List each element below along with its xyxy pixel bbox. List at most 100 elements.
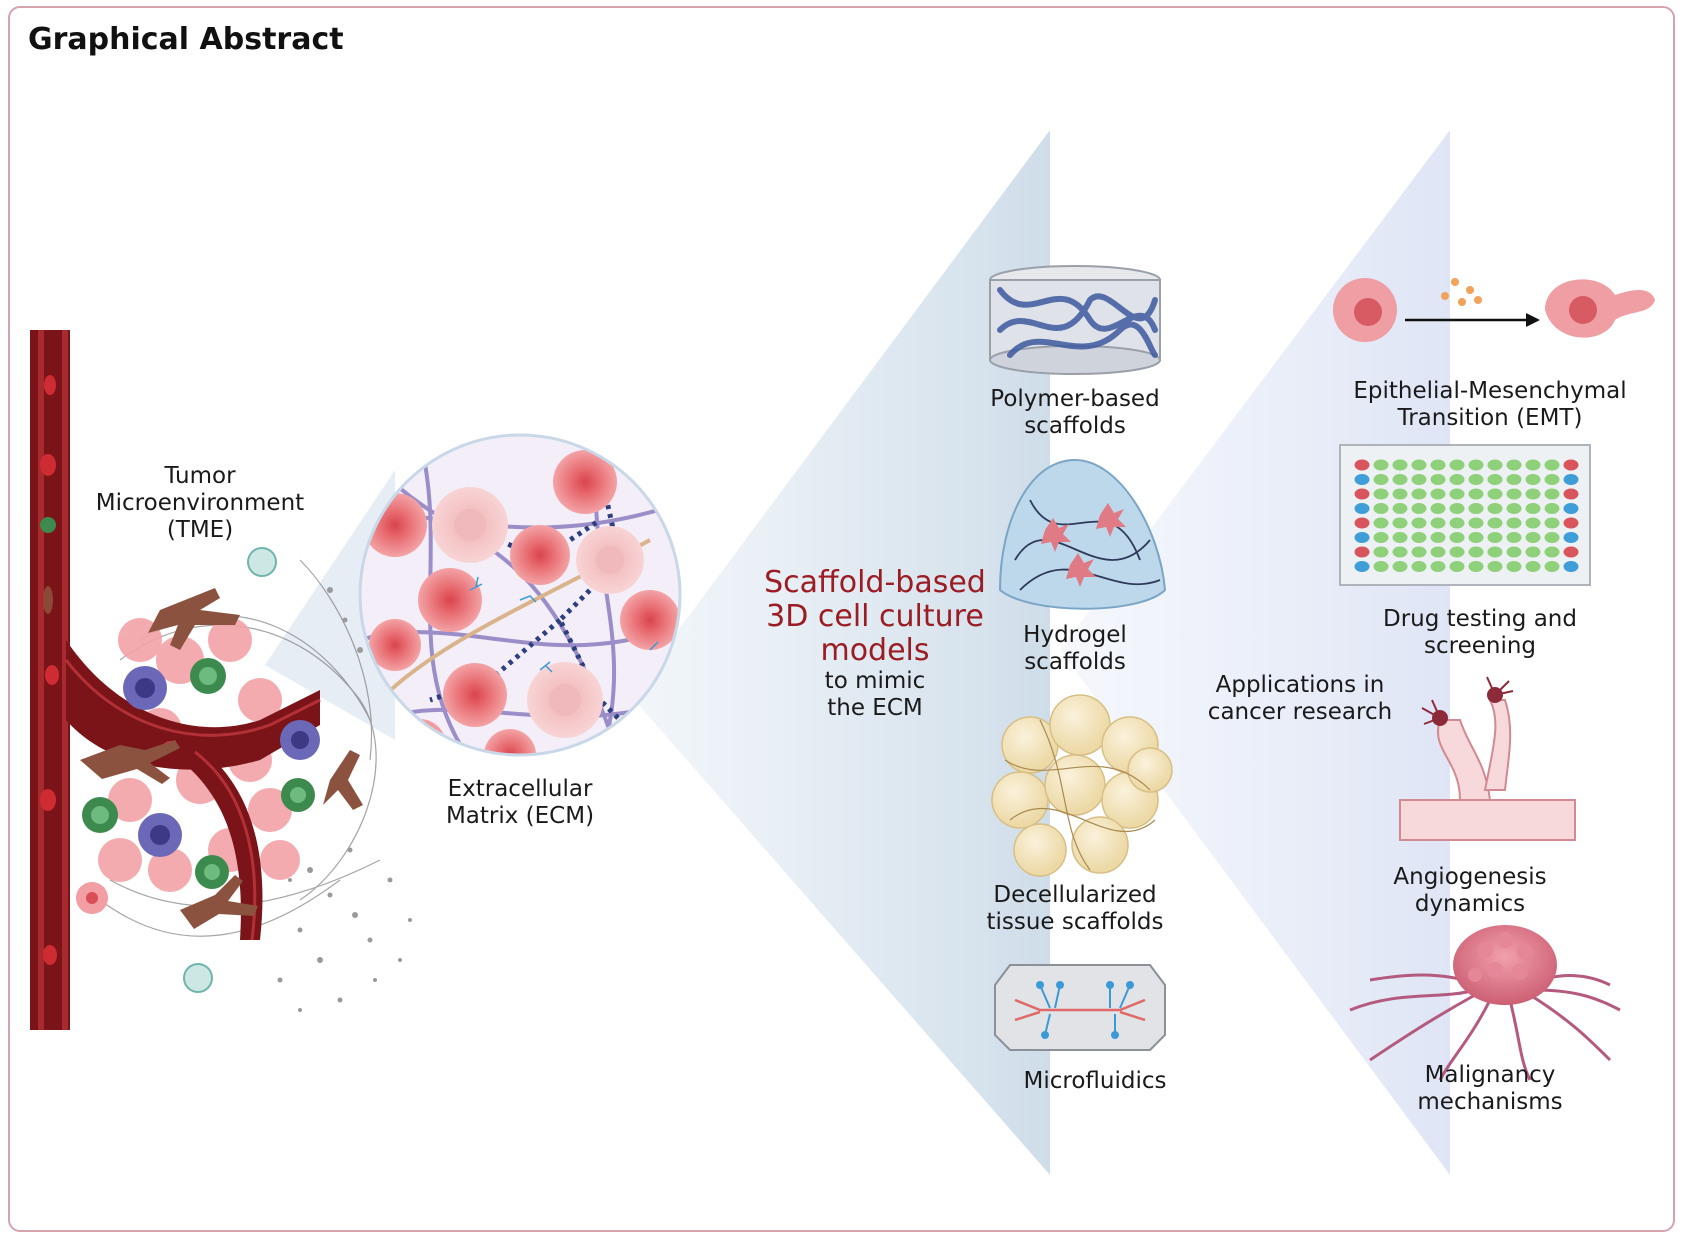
well [1506, 546, 1522, 558]
well [1373, 474, 1389, 485]
well [1506, 561, 1522, 572]
well [1525, 561, 1541, 572]
well [1449, 561, 1465, 572]
well [1392, 474, 1408, 485]
well [1468, 503, 1484, 514]
well [1525, 532, 1541, 543]
well [1563, 474, 1579, 485]
well [1525, 459, 1541, 471]
emt-icon [1333, 278, 1655, 342]
ecm-circle [358, 433, 682, 757]
hydrogel-scaffold-icon [998, 458, 1167, 610]
well [1563, 546, 1579, 558]
well [1392, 561, 1408, 572]
well-plate-icon [1339, 444, 1591, 586]
well [1449, 517, 1465, 529]
well [1487, 546, 1503, 558]
well [1449, 546, 1465, 558]
well [1392, 517, 1408, 529]
well [1449, 488, 1465, 500]
well [1449, 474, 1465, 485]
well [1563, 561, 1579, 572]
well [1373, 532, 1389, 543]
well [1392, 488, 1408, 500]
well [1392, 532, 1408, 543]
well [1430, 459, 1446, 471]
well [1487, 503, 1503, 514]
well [1430, 503, 1446, 514]
well [1373, 488, 1389, 500]
well [1525, 517, 1541, 529]
well [1563, 517, 1579, 529]
angiogenesis-icon [1399, 676, 1576, 841]
well [1354, 517, 1370, 529]
well [1468, 517, 1484, 529]
well [1411, 517, 1427, 529]
well [1354, 546, 1370, 558]
microfluidics-chip-icon [994, 964, 1166, 1051]
well [1544, 561, 1560, 572]
polymer-scaffold-icon [989, 265, 1161, 375]
well [1430, 561, 1446, 572]
well [1449, 532, 1465, 543]
well [1373, 561, 1389, 572]
well [1449, 503, 1465, 514]
well [1430, 474, 1446, 485]
decellularized-scaffold-icon [991, 694, 1173, 877]
well [1525, 546, 1541, 558]
well [1525, 488, 1541, 500]
well [1544, 459, 1560, 471]
well [1468, 474, 1484, 485]
well [1563, 488, 1579, 500]
well [1525, 503, 1541, 514]
well [1411, 503, 1427, 514]
well [1411, 561, 1427, 572]
well [1544, 546, 1560, 558]
well [1487, 517, 1503, 529]
well [1506, 517, 1522, 529]
well [1430, 546, 1446, 558]
well [1354, 561, 1370, 572]
well [1373, 546, 1389, 558]
well [1487, 561, 1503, 572]
malignancy-icon [1349, 925, 1621, 1081]
well [1411, 546, 1427, 558]
label-scaffold-models: Scaffold-based 3D cell culture models to… [764, 565, 986, 722]
well [1506, 532, 1522, 543]
well [1468, 459, 1484, 471]
well [1373, 503, 1389, 514]
well [1506, 488, 1522, 500]
well [1411, 459, 1427, 471]
well [1468, 561, 1484, 572]
well [1563, 503, 1579, 514]
well [1354, 474, 1370, 485]
well [1468, 546, 1484, 558]
tme-illustration [30, 330, 412, 1030]
well [1354, 488, 1370, 500]
well [1354, 459, 1370, 471]
well [1487, 532, 1503, 543]
well [1411, 474, 1427, 485]
well [1506, 474, 1522, 485]
well [1449, 459, 1465, 471]
well [1430, 488, 1446, 500]
well [1563, 459, 1579, 471]
well [1487, 474, 1503, 485]
well [1487, 488, 1503, 500]
well [1411, 488, 1427, 500]
wedge-scaffolds [630, 130, 1050, 1175]
well [1354, 503, 1370, 514]
well [1411, 532, 1427, 543]
well [1430, 517, 1446, 529]
well [1563, 532, 1579, 543]
